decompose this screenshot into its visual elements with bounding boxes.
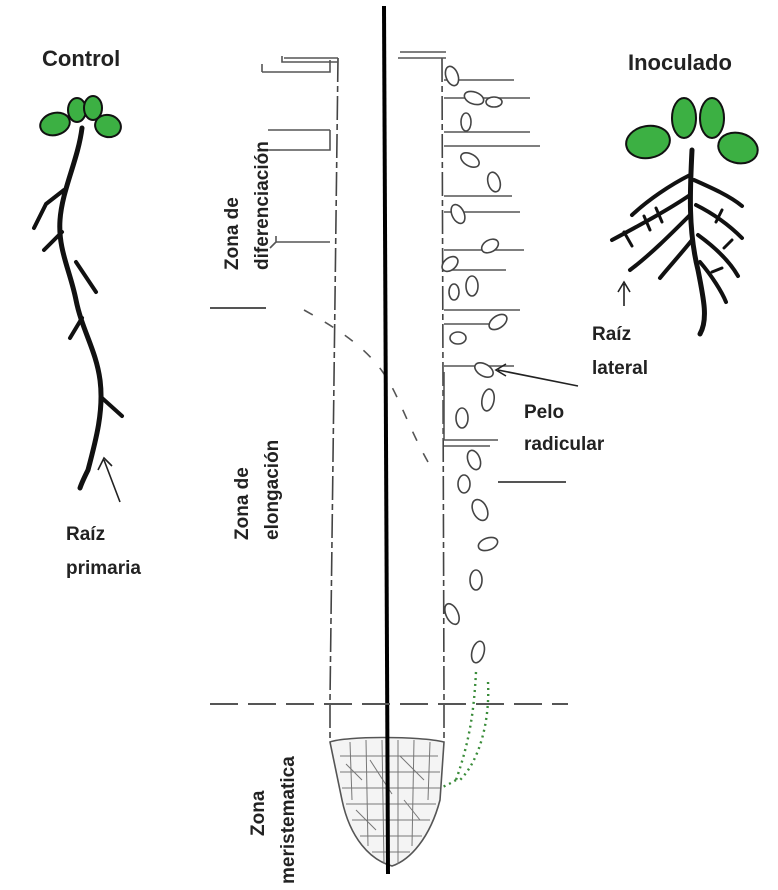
zona-diferenciacion-label: Zona de diferenciación (222, 141, 273, 270)
lateral-roots (612, 175, 742, 302)
root-section (262, 6, 540, 874)
elongation-dashed-curve (304, 310, 428, 462)
left-root-wall (330, 58, 338, 740)
inoculado-title: Inoculado (628, 50, 732, 75)
pelo-radicular-line1: Pelo (524, 402, 564, 423)
zona-dif-line2: diferenciación (252, 141, 273, 270)
raiz-lateral-label-line2: lateral (592, 358, 648, 379)
primary-root (60, 128, 101, 488)
zona-mer-line1: Zona (248, 790, 269, 836)
zona-mer-line2: meristematica (278, 756, 299, 884)
pelo-radicular-line2: radicular (524, 434, 605, 455)
raiz-primaria-label-line2: primaria (66, 558, 141, 579)
control-seedling (34, 96, 123, 502)
pelo-radicular-arrow (496, 364, 578, 386)
zona-dif-line1: Zona de (222, 197, 243, 270)
raiz-lateral-arrow (618, 282, 630, 306)
zona-elongacion-label: Zona de elongación (232, 440, 283, 540)
raiz-primaria-label-line1: Raíz (66, 524, 105, 545)
raiz-primaria-arrow (98, 458, 120, 502)
inoculated-seedling (612, 98, 761, 334)
raiz-lateral-label-line1: Raíz (592, 324, 631, 345)
bacteria-cells (439, 65, 509, 665)
zona-elong-line1: Zona de (232, 467, 253, 540)
zona-elong-line2: elongación (262, 440, 283, 540)
zona-meristematica-label: Zona meristematica (248, 756, 299, 884)
control-title: Control (42, 46, 120, 71)
